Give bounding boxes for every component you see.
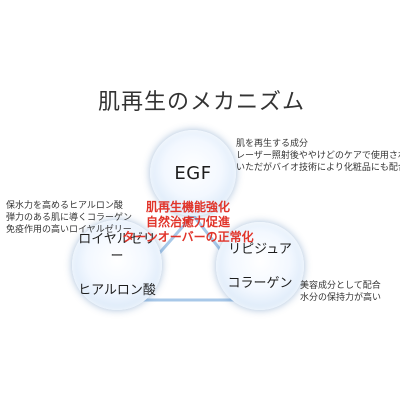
center-effects: 肌再生機能強化 自然治癒力促進 ターンオーバーの正常化 — [120, 200, 256, 245]
lipidure-label: リピジュア コラーゲン — [227, 224, 292, 309]
lipidure-note-line1: 美容成分として配合 — [300, 281, 381, 291]
lipidure-note-line2: 水分の保持力が高い — [300, 293, 382, 303]
egf-note-line2: レーザー照射後ややけどのケアで使用されて — [236, 151, 400, 161]
center-effect-3: ターンオーバーの正常化 — [122, 230, 254, 244]
egf-note-line3: いただがバイオ技術により化粧品にも配合 — [236, 163, 400, 173]
egf-label: EGF — [174, 162, 212, 184]
egf-note-line1: 肌を再生する成分 — [236, 139, 309, 149]
egf-circle: EGF — [150, 130, 236, 216]
royal-jelly-label: ロイヤルゼリー ヒアルロン酸 — [72, 214, 162, 316]
royal-jelly-note: 保水力を高めるヒアルロン酸 弾力のある肌に導くコラーゲン 免疫作用の高いロイヤル… — [6, 200, 132, 236]
egf-note: 肌を再生する成分 レーザー照射後ややけどのケアで使用されて いただがバイオ技術に… — [236, 138, 400, 174]
lipidure-label-line2: コラーゲン — [227, 275, 293, 291]
center-effect-2: 自然治癒力促進 — [145, 215, 230, 229]
royal-jelly-circle: ロイヤルゼリー ヒアルロン酸 — [72, 220, 162, 310]
lipidure-label-line1: リピジュア — [228, 241, 292, 257]
royal-jelly-label-line2: ヒアルロン酸 — [78, 283, 156, 298]
diagram-title: 肌再生のメカニズム — [98, 90, 306, 115]
lipidure-note: 美容成分として配合 水分の保持力が高い — [300, 280, 381, 304]
royal-jelly-note-line2: 弾力のある肌に導くコラーゲン — [6, 213, 133, 223]
royal-jelly-label-line1: ロイヤルゼリー — [78, 232, 156, 264]
royal-jelly-note-line3: 免疫作用の高いロイヤルゼリー — [6, 225, 132, 235]
royal-jelly-note-line1: 保水力を高めるヒアルロン酸 — [6, 201, 123, 211]
center-effect-1: 肌再生機能強化 — [145, 200, 230, 214]
lipidure-circle: リピジュア コラーゲン — [216, 222, 304, 310]
